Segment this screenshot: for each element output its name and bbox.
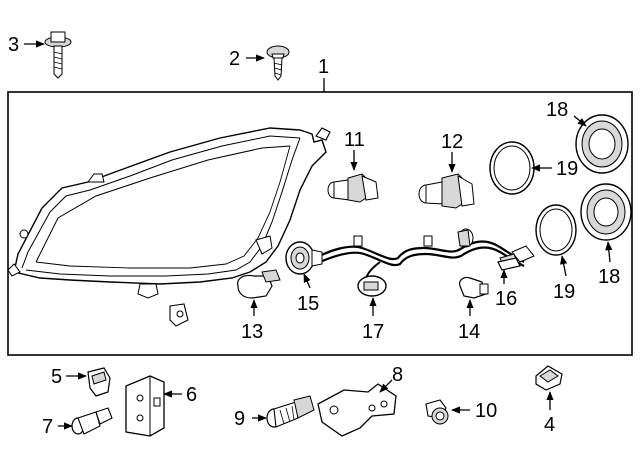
callout-14: 14 <box>458 321 480 343</box>
part-5-clip <box>87 367 111 397</box>
part-14-bulb <box>459 276 489 299</box>
callout-17: 17 <box>362 321 384 343</box>
callout-3: 3 <box>8 34 19 56</box>
part-16-bulb <box>497 257 521 271</box>
callout-5: 5 <box>51 366 62 388</box>
callout-18-lower: 18 <box>598 266 620 288</box>
part-11-bulb <box>327 173 379 203</box>
leader-19-lower <box>560 255 568 277</box>
callout-12: 12 <box>441 131 463 153</box>
part-4-clip-nut <box>535 365 563 391</box>
part-19-seal-lower <box>535 204 577 256</box>
part-13-bulb <box>237 269 281 299</box>
callout-1: 1 <box>318 56 329 78</box>
part-18-cap-upper <box>575 114 629 174</box>
part-10-screw <box>425 399 449 425</box>
headlamp-housing <box>7 127 331 299</box>
part-6-bracket <box>125 375 165 437</box>
part-2-screw <box>266 45 290 81</box>
leader-18-upper <box>573 115 587 127</box>
callout-6: 6 <box>186 384 197 406</box>
callout-10: 10 <box>475 400 497 422</box>
callout-8: 8 <box>392 364 403 386</box>
callout-7: 7 <box>42 416 53 438</box>
callout-11: 11 <box>344 129 365 151</box>
callout-19-lower: 19 <box>553 281 575 303</box>
callout-2: 2 <box>229 48 240 70</box>
part-17-wiring-harness <box>315 228 535 297</box>
part-3-bolt <box>44 31 72 79</box>
leader-18-lower <box>605 241 613 263</box>
assembly-frame <box>7 91 633 356</box>
part-18-cap-lower <box>580 183 632 241</box>
part-9-bolt <box>266 395 315 428</box>
callout-19-upper: 19 <box>556 158 578 180</box>
part-8-bracket <box>317 383 397 437</box>
part-19-seal-upper <box>489 141 535 195</box>
part-12-bulb <box>418 173 475 209</box>
callout-9: 9 <box>234 408 245 430</box>
small-clip <box>169 303 189 327</box>
leader-8 <box>379 379 393 393</box>
part-15-socket <box>285 241 323 275</box>
callout-18-upper: 18 <box>546 99 568 121</box>
leader-15 <box>303 273 311 289</box>
callout-4: 4 <box>544 414 555 436</box>
callout-16: 16 <box>495 288 517 310</box>
callout-15: 15 <box>297 293 319 315</box>
part-7-screw <box>71 407 113 435</box>
callout-13: 13 <box>241 321 263 343</box>
